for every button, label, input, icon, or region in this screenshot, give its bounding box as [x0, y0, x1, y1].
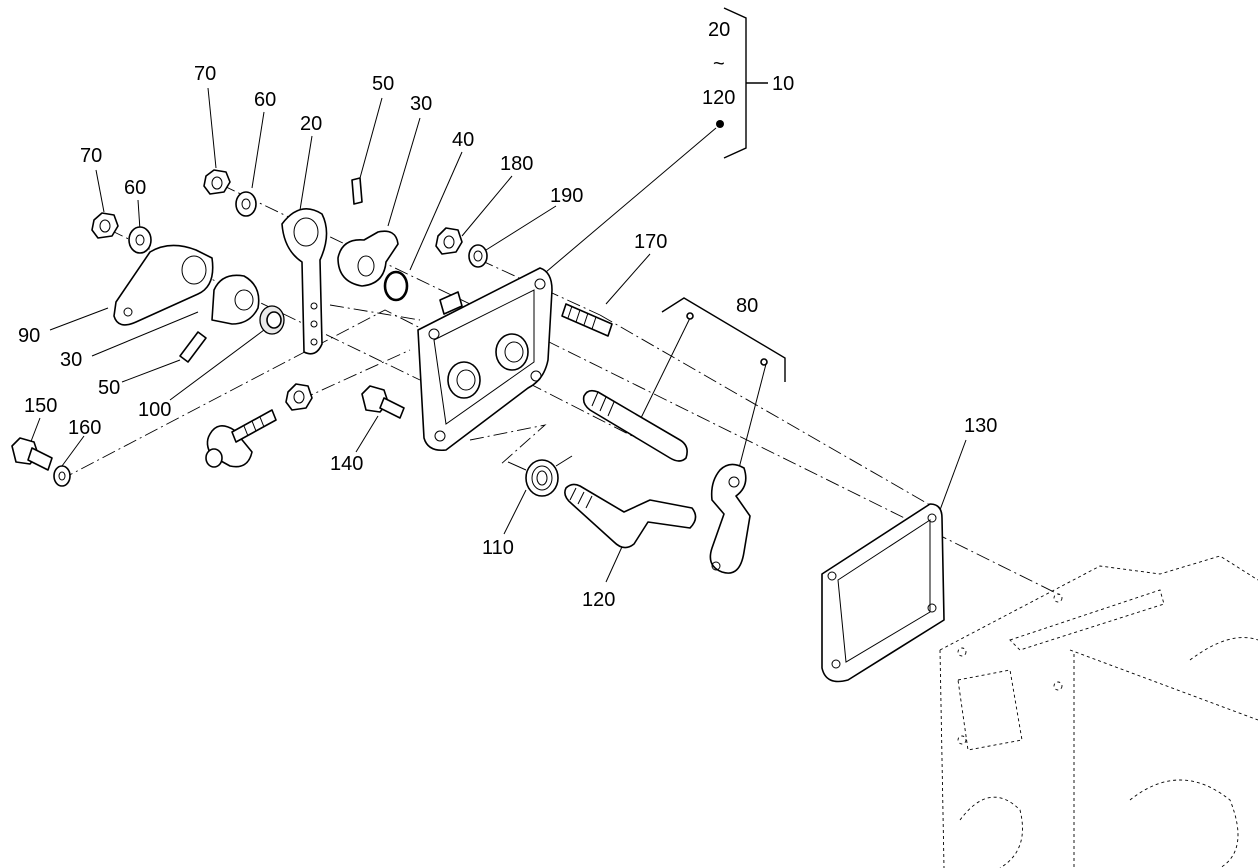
callout-range-sep: ~ — [713, 53, 725, 75]
subassembly-80-bracket — [661, 297, 786, 382]
callout-range-start: 20 — [708, 19, 730, 41]
callout-30b: 30 — [60, 349, 82, 371]
assembly-bracket — [723, 7, 768, 159]
callout-60a: 60 — [254, 89, 276, 111]
washer-icon — [235, 191, 257, 217]
callout-assembly: 10 — [772, 73, 794, 95]
washer-icon — [468, 244, 488, 268]
bolt-150 — [11, 437, 53, 471]
callout-110: 110 — [482, 537, 514, 559]
hex-nut-icon — [435, 227, 463, 255]
callout-160: 160 — [68, 417, 101, 439]
callout-80: 80 — [736, 295, 758, 317]
callout-50a: 50 — [372, 73, 394, 95]
engine-block-outline — [939, 555, 1258, 868]
callout-90: 90 — [18, 325, 40, 347]
lever-20 — [281, 208, 328, 355]
stud-170 — [561, 303, 613, 337]
shaft-80 — [582, 312, 694, 462]
leader-dot — [716, 120, 724, 128]
callout-40: 40 — [452, 129, 474, 151]
callout-30a: 30 — [410, 93, 432, 115]
pin-50a — [351, 177, 363, 205]
callout-140: 140 — [330, 453, 363, 475]
seal-100 — [259, 305, 285, 335]
gasket-icon — [821, 503, 945, 683]
callout-100: 100 — [138, 399, 171, 421]
callout-130: 130 — [964, 415, 997, 437]
callout-170: 170 — [634, 231, 667, 253]
callout-70b: 70 — [80, 145, 102, 167]
pin-50b — [179, 331, 207, 363]
callout-50b: 50 — [98, 377, 120, 399]
knob-screw — [205, 409, 277, 468]
collar-30a — [337, 230, 399, 287]
link-plate-80 — [709, 358, 768, 574]
callout-180: 180 — [500, 153, 533, 175]
callout-190: 190 — [550, 185, 583, 207]
lever-90 — [113, 244, 214, 326]
crank-shaft-120 — [564, 483, 697, 549]
callout-150: 150 — [24, 395, 57, 417]
callout-70a: 70 — [194, 63, 216, 85]
o-ring-40 — [383, 270, 409, 302]
callout-60b: 60 — [124, 177, 146, 199]
hex-nut-icon — [203, 169, 231, 195]
callout-20: 20 — [300, 113, 322, 135]
callout-120: 120 — [582, 589, 615, 611]
cover-housing — [417, 267, 553, 452]
hex-nut-icon — [285, 383, 313, 411]
callout-range-end: 120 — [702, 87, 735, 109]
washer-icon — [128, 226, 152, 254]
collar-30b — [211, 274, 260, 325]
leader-lines — [29, 87, 967, 583]
callout-labels: 20 ~ 120 10 70 60 70 60 50 30 20 40 180 … — [18, 19, 997, 611]
bolt-140 — [361, 385, 405, 419]
washer-icon — [53, 465, 71, 487]
hex-nut-icon — [91, 212, 119, 239]
spring-110 — [507, 455, 573, 497]
